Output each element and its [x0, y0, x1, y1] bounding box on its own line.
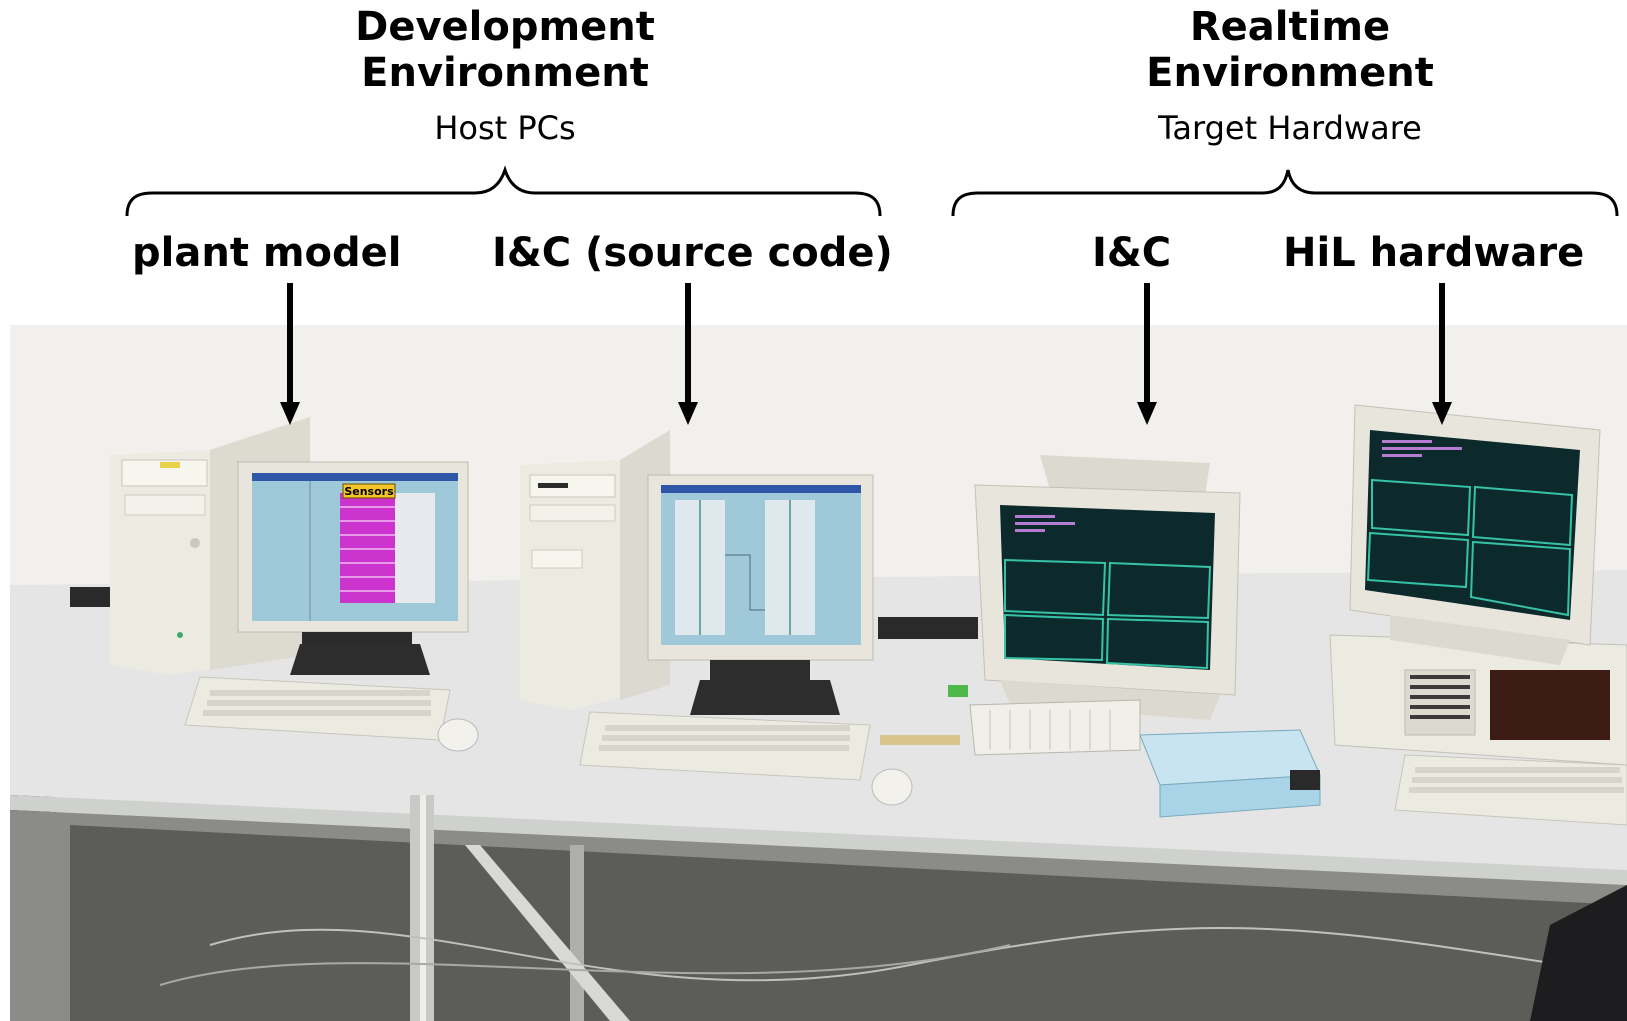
arrow-ic-source-code	[678, 283, 698, 425]
rt-title-line1: Realtime	[1189, 4, 1391, 50]
rt-brace	[951, 169, 1619, 217]
monitor-3-crt	[974, 455, 1241, 720]
hil-rack	[1329, 634, 1627, 766]
monitor-4-crt	[1349, 404, 1601, 665]
monitor-1: Sensors	[237, 461, 469, 675]
mouse-2	[871, 768, 913, 806]
sensors-label: Sensors	[344, 485, 394, 498]
label-hil-hardware: HiL hardware	[1283, 230, 1585, 276]
label-ic: I&C	[1092, 230, 1172, 276]
arrow-hil-hardware	[1432, 283, 1452, 425]
power-strip	[878, 617, 978, 639]
dev-environment-header: Development Environment Host PCs	[330, 4, 680, 147]
mouse-1	[437, 718, 479, 752]
label-plant-model: plant model	[132, 230, 402, 276]
label-ic-source-code: I&C (source code)	[492, 230, 893, 276]
dev-title-line1: Development	[355, 4, 655, 50]
dev-subtitle: Host PCs	[434, 109, 576, 147]
monitor-2	[647, 474, 874, 715]
rt-subtitle: Target Hardware	[1158, 109, 1422, 147]
lab-photo: Sensors	[10, 325, 1627, 1021]
lab-photo-illustration: Sensors	[10, 325, 1627, 1021]
realtime-environment-header: Realtime Environment Target Hardware	[1090, 4, 1490, 147]
dev-title-line2: Environment	[361, 50, 649, 96]
rt-title-line2: Environment	[1146, 50, 1434, 96]
breadboard	[969, 699, 1141, 756]
arrow-ic	[1137, 283, 1157, 425]
arrow-plant-model	[280, 283, 300, 425]
dev-brace	[125, 165, 882, 217]
target-device	[1139, 729, 1321, 818]
